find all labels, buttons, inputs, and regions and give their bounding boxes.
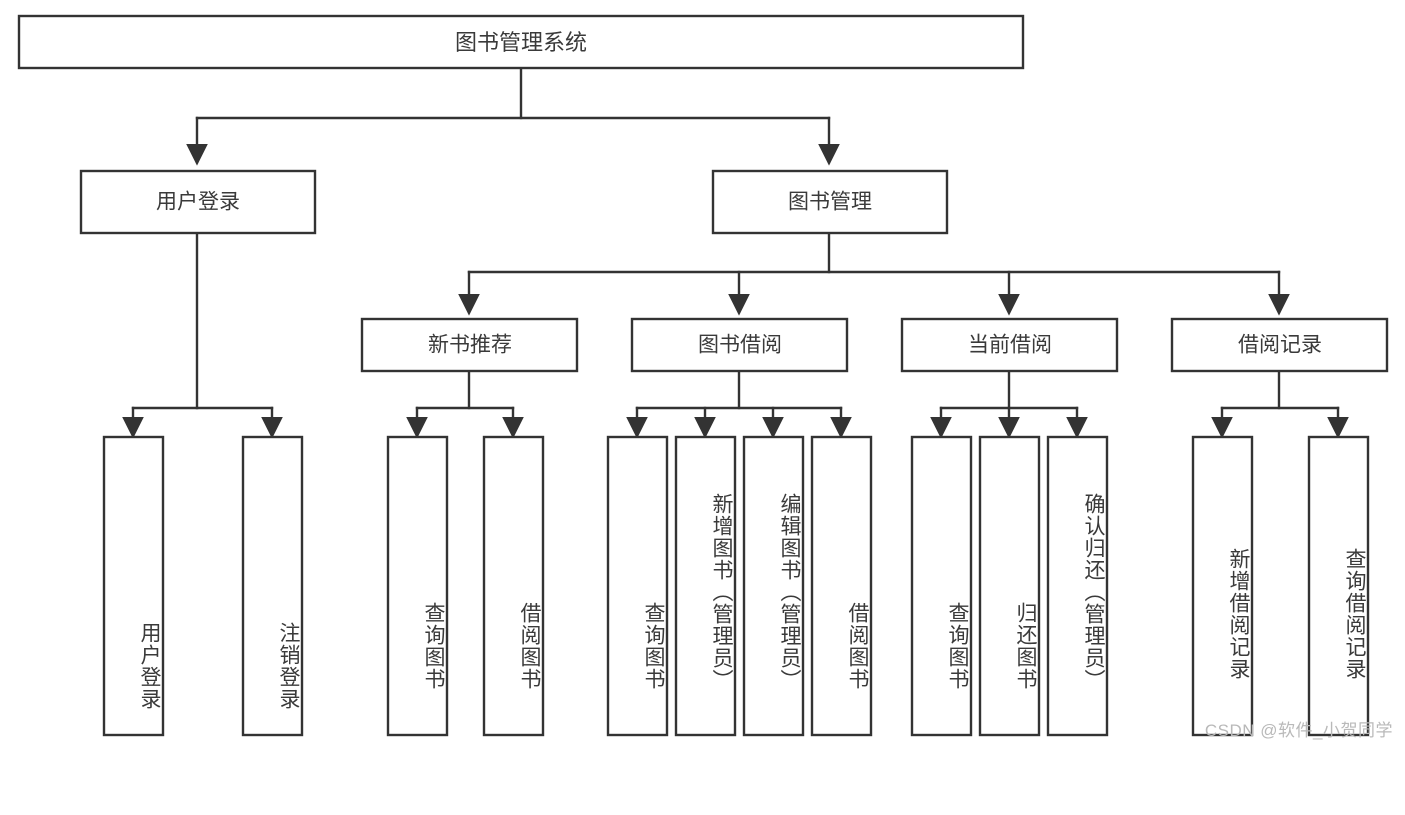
node-user-login-label: 用户登录 [156, 191, 240, 214]
node-current-borrow-box[interactable] [900, 317, 1119, 373]
node-book-manage-label: 图书管理 [788, 191, 872, 214]
leaf-box-record-1[interactable] [1191, 435, 1254, 737]
edges-group [122, 66, 1349, 439]
leaf-box-borrow-3[interactable] [742, 435, 805, 737]
node-root[interactable]: 图书管理系统 [17, 14, 1025, 70]
node-book-manage-box[interactable] [711, 169, 949, 235]
leaf-box-new-book-1[interactable] [386, 435, 449, 737]
leaf-box-record-2[interactable] [1307, 435, 1370, 737]
leaf-box-user-login-2[interactable] [241, 435, 304, 737]
node-current-borrow-label: 当前借阅 [968, 334, 1052, 357]
leaf-box-user-login-1[interactable] [102, 435, 165, 737]
leaf-boxes-group [102, 435, 1370, 737]
leaf-box-current-1[interactable] [910, 435, 973, 737]
node-borrow-record-box[interactable] [1170, 317, 1389, 373]
node-current-borrow[interactable]: 当前借阅 [900, 317, 1119, 373]
leaf-box-current-2[interactable] [978, 435, 1041, 737]
node-book-borrow-label: 图书借阅 [698, 334, 782, 357]
leaf-box-current-3[interactable] [1046, 435, 1109, 737]
node-borrow-record-label: 借阅记录 [1238, 334, 1322, 357]
node-book-borrow-box[interactable] [630, 317, 849, 373]
node-book-manage[interactable]: 图书管理 [711, 169, 949, 235]
flowchart-canvas: 图书管理系统 用户登录 图书管理 新书推荐 图书借阅 当前借阅 借阅记录 [17, 14, 1393, 740]
leaf-box-borrow-1[interactable] [606, 435, 669, 737]
csdn-watermark: CSDN @软件_小贺同学 [1204, 721, 1393, 740]
leaf-box-borrow-2[interactable] [674, 435, 737, 737]
flowchart-svg: 图书管理系统 用户登录 图书管理 新书推荐 图书借阅 当前借阅 借阅记录 [17, 14, 1389, 737]
leaf-box-new-book-2[interactable] [482, 435, 545, 737]
node-user-login[interactable]: 用户登录 [79, 169, 317, 235]
leaf-box-borrow-4[interactable] [810, 435, 873, 737]
node-new-book-recommend[interactable]: 新书推荐 [360, 317, 579, 373]
node-root-label: 图书管理系统 [455, 30, 587, 55]
node-borrow-record[interactable]: 借阅记录 [1170, 317, 1389, 373]
node-root-box[interactable] [17, 14, 1025, 70]
node-new-book-recommend-label: 新书推荐 [428, 334, 512, 357]
node-new-book-recommend-box[interactable] [360, 317, 579, 373]
node-book-borrow[interactable]: 图书借阅 [630, 317, 849, 373]
node-user-login-box[interactable] [79, 169, 317, 235]
